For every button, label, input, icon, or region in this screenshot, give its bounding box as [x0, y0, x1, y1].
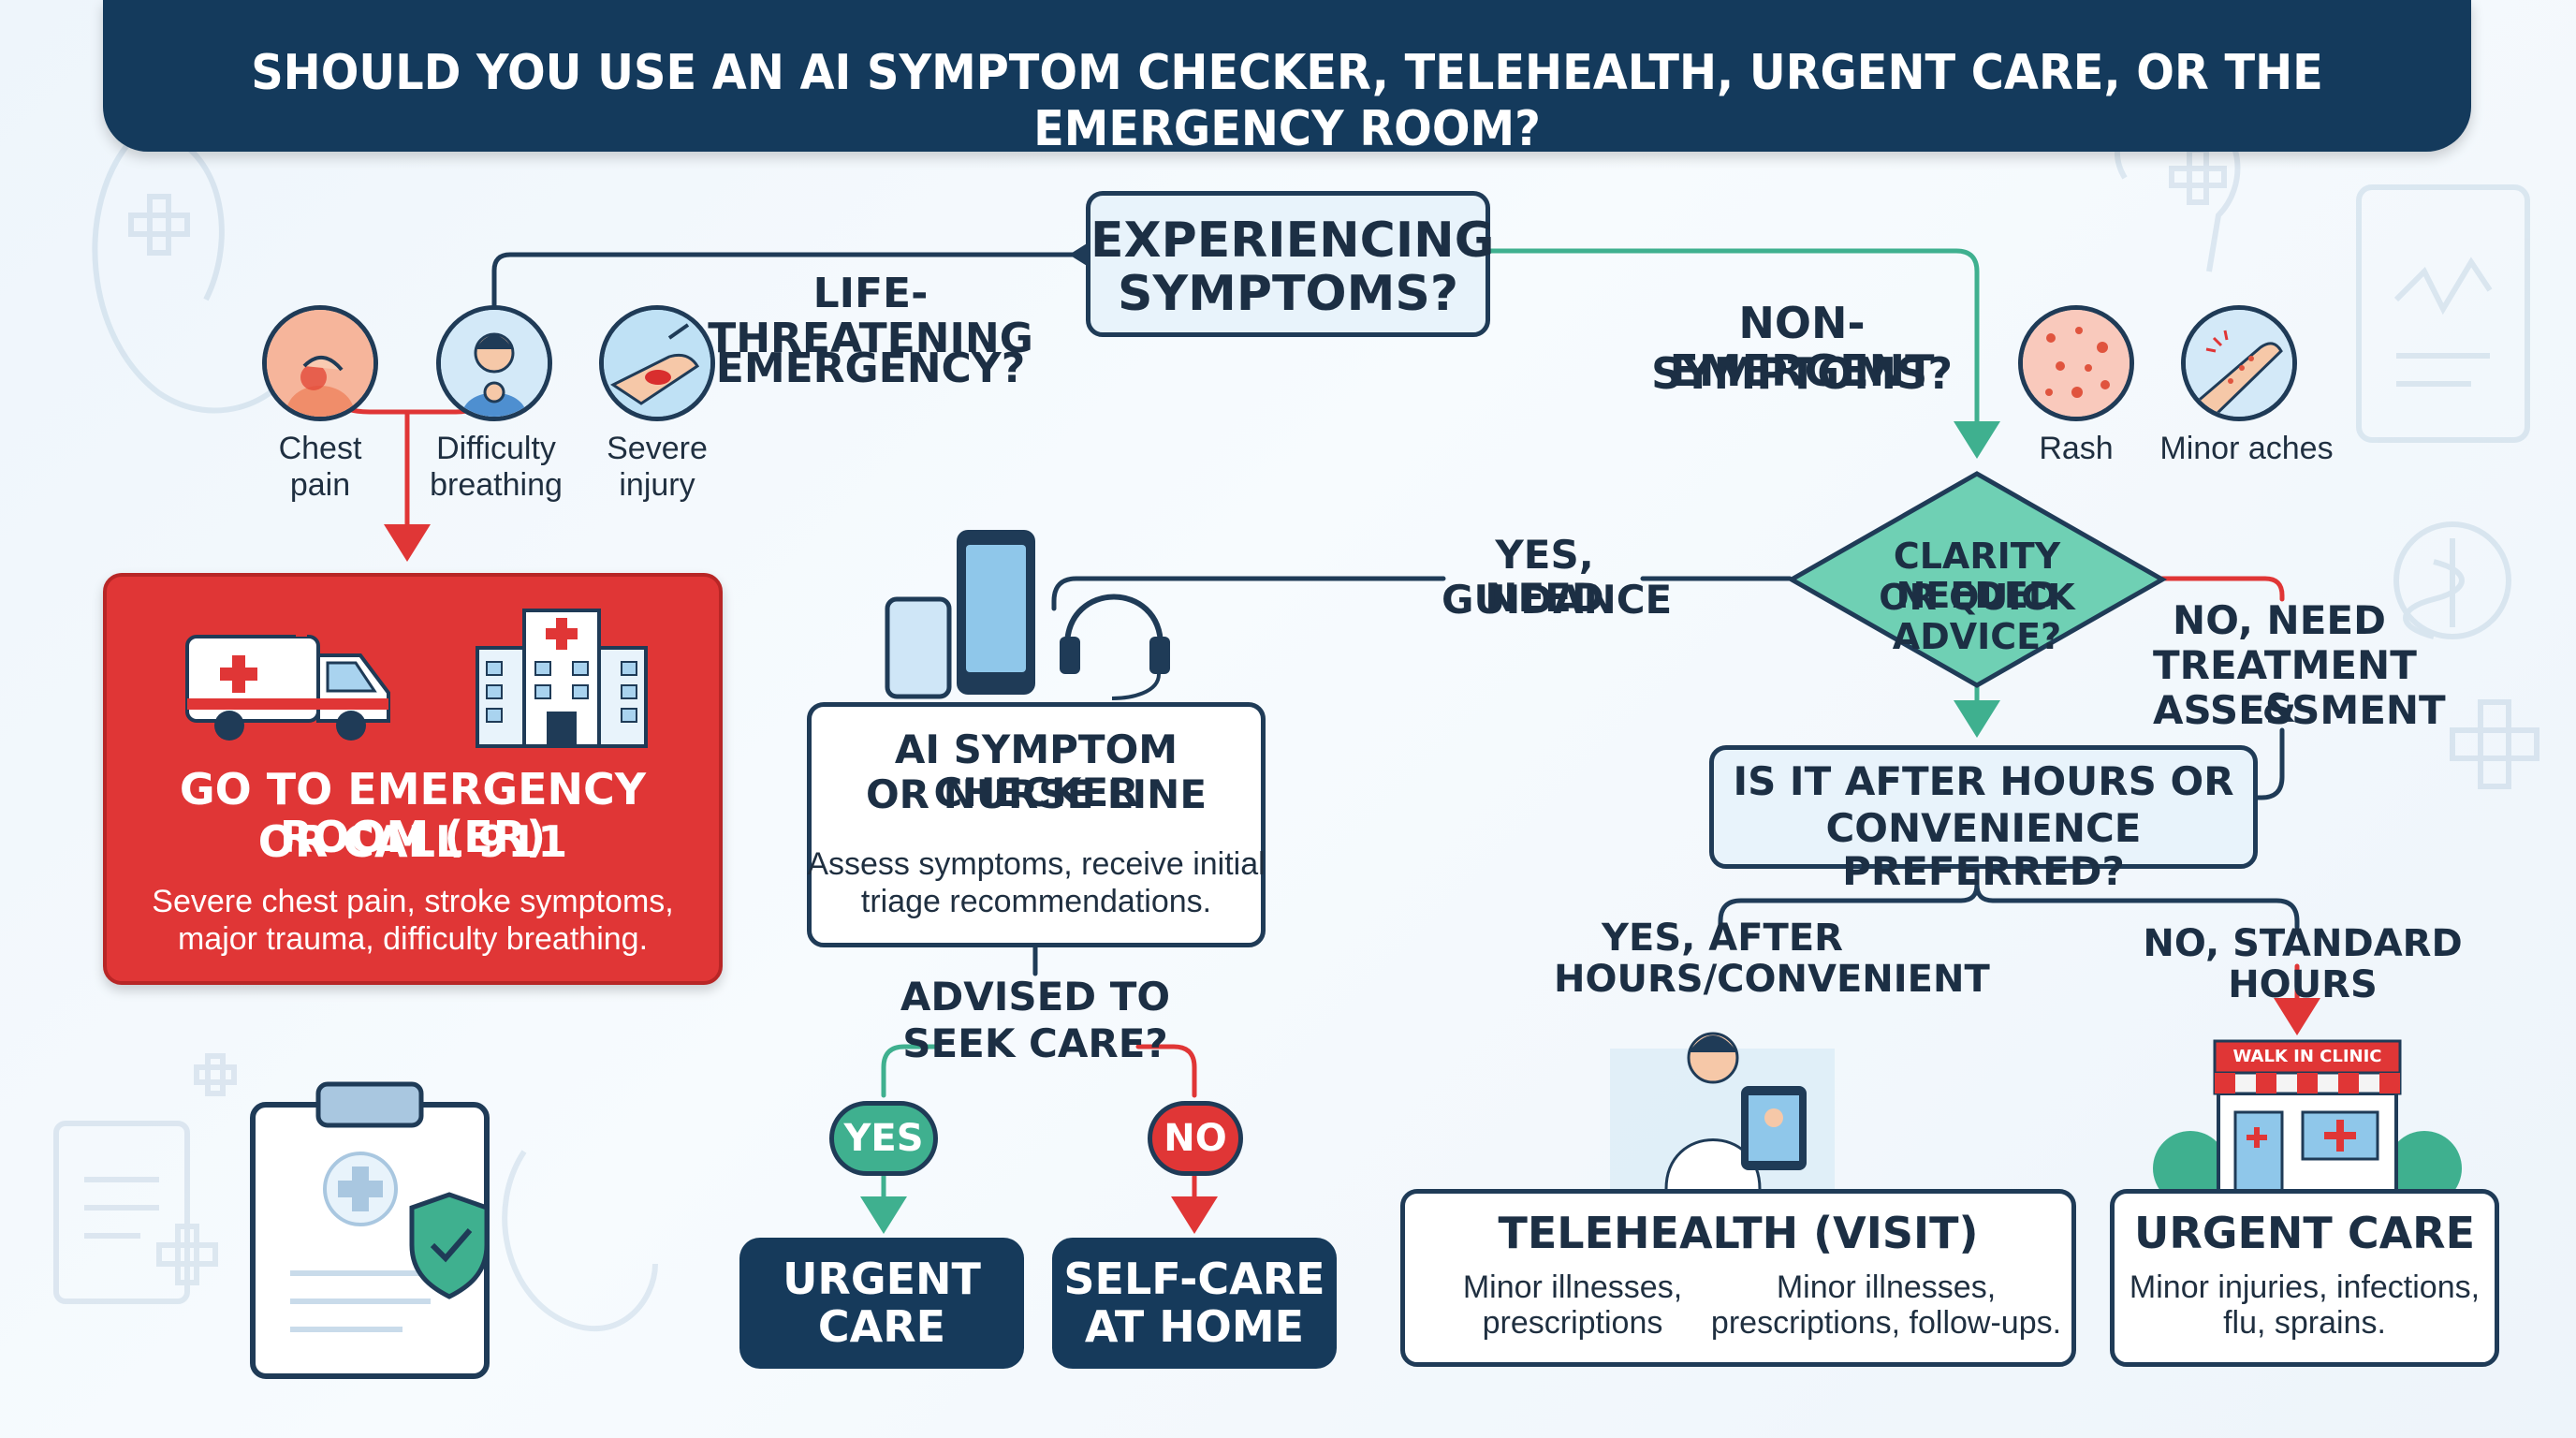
decision-line1: CLARITY NEEDED: [1893, 536, 2061, 616]
severe-injury-label: Severe injury: [607, 431, 708, 504]
after-hours-question-box: [1709, 745, 2258, 869]
minor-aches-icon: [2181, 305, 2297, 421]
non-emergent-line1: NON-EMERGENT: [1669, 298, 1935, 396]
er-desc-line1: Severe chest pain, stroke symptoms,: [152, 884, 674, 919]
telehealth-col1-line2: prescriptions: [1482, 1305, 1663, 1341]
no-standard-hours-label: NO, STANDARD HOURS: [2143, 922, 2463, 1006]
telehealth-col1-line1: Minor illnesses,: [1462, 1269, 1683, 1305]
hospital-icon: [476, 609, 648, 748]
phone-tablet-headset-icon: [885, 530, 1170, 700]
self-care-result: SELF-CARE AT HOME: [1052, 1238, 1337, 1369]
walk-in-clinic-sign: WALK IN CLINIC: [2232, 1047, 2382, 1066]
yes-after-line2: HOURS/CONVENIENT: [1554, 958, 1990, 1001]
no-pill: NO: [1148, 1101, 1243, 1176]
rash-label: Rash: [2039, 431, 2114, 466]
non-emergent-line2: SYMPTOMS?: [1651, 348, 1953, 399]
after-hours-line1: IS IT AFTER HOURS OR: [1733, 758, 2234, 804]
minor-aches-label: Minor aches: [2159, 431, 2334, 466]
rash-icon: [2018, 305, 2134, 421]
urgent-care-desc-line1: Minor injuries, infections,: [2129, 1269, 2481, 1305]
no-treatment-line1: NO, NEED: [2173, 597, 2386, 643]
yes-guidance-line2: GUIDANCE: [1442, 577, 1673, 623]
er-title-line1: GO TO EMERGENCY ROOM (ER): [179, 764, 647, 862]
yes-pill: YES: [829, 1101, 938, 1176]
life-threatening-label: LIFE-THREATENING: [708, 270, 1033, 363]
ai-checker-desc-line1: Assess symptoms, receive initial: [807, 846, 1266, 882]
after-hours-line2: CONVENIENCE PREFERRED?: [1825, 805, 2142, 895]
decision-line2: OR QUICK ADVICE?: [1879, 577, 2075, 657]
page-title: SHOULD YOU USE AN AI SYMPTOM CHECKER, TE…: [251, 45, 2323, 157]
chest-pain-label: Chest pain: [278, 431, 362, 504]
start-node: EXPERIENCING SYMPTOMS?: [1086, 191, 1495, 337]
yes-guidance-line1: YES, NEED: [1485, 532, 1604, 622]
yes-after-line1: YES, AFTER: [1602, 917, 1843, 960]
clarity-decision-diamond: [1786, 471, 2168, 688]
no-treatment-line2: TREATMENT &: [2153, 642, 2417, 732]
chest-pain-icon: [262, 305, 378, 421]
advised-line2: SEEK CARE?: [902, 1020, 1168, 1066]
difficulty-breathing-label: Difficulty breathing: [430, 431, 563, 504]
walk-in-clinic-icon: [2153, 1039, 2462, 1196]
telehealth-title: TELEHEALTH (VISIT): [1498, 1208, 1979, 1258]
urgent-care-box: [2110, 1189, 2499, 1367]
start-line1: EXPERIENCING: [1090, 213, 1495, 269]
clipboard-shield-icon: [250, 1081, 490, 1379]
ai-checker-desc-line2: triage recommendations.: [860, 884, 1212, 919]
severe-injury-icon: [599, 305, 715, 421]
telehealth-col2-line2: prescriptions, follow-ups.: [1710, 1305, 2062, 1341]
ambulance-icon: [185, 622, 390, 741]
emergency-question-label: EMERGENCY?: [715, 345, 1026, 392]
start-line2: SYMPTOMS?: [1118, 266, 1458, 323]
self-care-line2: AT HOME: [1084, 1301, 1305, 1352]
difficulty-breathing-icon: [436, 305, 552, 421]
self-care-line1: SELF-CARE: [1063, 1254, 1325, 1305]
urgent-care-desc-line2: flu, sprains.: [2223, 1305, 2386, 1341]
urgent-care-small-result: URGENT CARE: [739, 1238, 1024, 1369]
title-banner: [103, 0, 2471, 152]
ai-symptom-checker-box: [807, 702, 1266, 947]
ai-checker-title-line2: OR NURSE LINE: [865, 771, 1208, 817]
er-desc-line2: major trauma, difficulty breathing.: [177, 921, 649, 957]
doctor-tablet-icon: [1610, 1032, 1835, 1189]
ai-checker-title-line1: AI SYMPTOM CHECKER: [894, 726, 1178, 816]
no-treatment-line3: ASSESSMENT: [2153, 687, 2446, 733]
telehealth-box: [1400, 1189, 2076, 1367]
er-title-line2: OR CALL 911: [257, 816, 568, 867]
advised-line1: ADVISED TO: [900, 974, 1171, 1020]
telehealth-col2-line1: Minor illnesses,: [1776, 1269, 1997, 1305]
urgent-care-title: URGENT CARE: [2133, 1208, 2476, 1258]
